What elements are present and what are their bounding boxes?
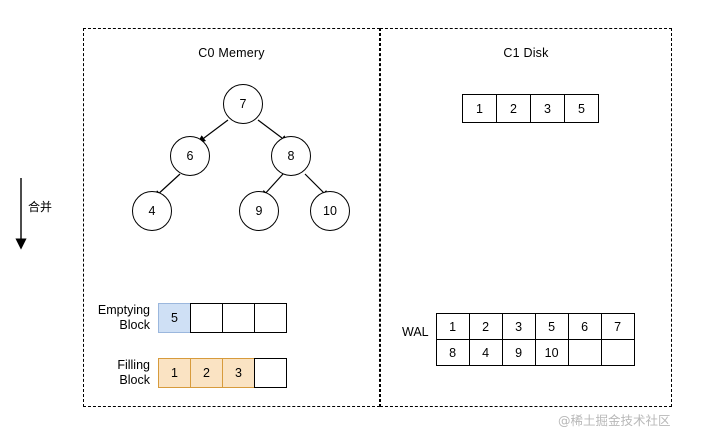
filling-block-row: Filling Block 1 2 3 bbox=[88, 358, 287, 388]
wal-cell: 2 bbox=[468, 313, 503, 340]
panel-c0-memory: C0 Memery bbox=[83, 28, 380, 407]
wal-cell: 7 bbox=[600, 313, 635, 340]
disk-table-cell: 5 bbox=[564, 94, 599, 123]
filling-block-label-line2: Block bbox=[119, 373, 150, 387]
filling-block-cell: 2 bbox=[190, 358, 223, 388]
tree-node-4: 4 bbox=[132, 191, 172, 231]
tree-node-10: 10 bbox=[310, 191, 350, 231]
merge-label: 合并 bbox=[28, 200, 53, 214]
wal-label: WAL bbox=[402, 325, 429, 339]
disk-table: 1 2 3 5 bbox=[462, 94, 599, 123]
panel-title-c1-disk: C1 Disk bbox=[503, 46, 549, 60]
wal-table: 1 2 3 5 6 7 8 4 9 10 bbox=[435, 313, 635, 366]
emptying-block-cell bbox=[222, 303, 255, 333]
panel-c1-disk: C1 Disk bbox=[380, 28, 672, 407]
watermark: @稀土掘金技术社区 bbox=[558, 413, 671, 428]
wal-cell: 3 bbox=[501, 313, 536, 340]
disk-table-cell: 1 bbox=[462, 94, 497, 123]
table-row: 8 4 9 10 bbox=[435, 339, 635, 366]
emptying-block-row: Emptying Block 5 bbox=[88, 303, 287, 333]
panel-title-c0-memory: C0 Memery bbox=[198, 46, 265, 60]
wal-cell: 6 bbox=[567, 313, 602, 340]
wal-cell bbox=[567, 339, 602, 366]
filling-block-cell bbox=[254, 358, 287, 388]
filling-block-label-line1: Filling bbox=[117, 358, 150, 372]
wal-cell: 1 bbox=[435, 313, 470, 340]
tree-node-value: 6 bbox=[186, 149, 194, 163]
disk-table-cell: 3 bbox=[530, 94, 565, 123]
binary-tree: 7 6 8 4 9 10 bbox=[83, 28, 380, 288]
tree-node-value: 9 bbox=[255, 204, 263, 218]
emptying-block-cell: 5 bbox=[158, 303, 191, 333]
tree-node-8: 8 bbox=[271, 136, 311, 176]
tree-edges bbox=[153, 119, 330, 199]
wal-cell bbox=[600, 339, 635, 366]
wal-cell: 5 bbox=[534, 313, 569, 340]
table-row: 1 2 3 5 6 7 bbox=[435, 313, 635, 340]
wal-cell: 10 bbox=[534, 339, 569, 366]
emptying-block-cell bbox=[190, 303, 223, 333]
tree-node-6: 6 bbox=[170, 136, 210, 176]
tree-node-value: 4 bbox=[148, 204, 156, 218]
filling-block-label: Filling Block bbox=[88, 358, 150, 388]
wal-cell: 4 bbox=[468, 339, 503, 366]
wal-section: WAL 1 2 3 5 6 7 8 4 9 10 bbox=[402, 313, 635, 366]
wal-cell: 9 bbox=[501, 339, 536, 366]
tree-node-value: 7 bbox=[239, 97, 247, 111]
merge-down-arrow-icon bbox=[15, 178, 27, 250]
filling-block-cell: 3 bbox=[222, 358, 255, 388]
emptying-block-label-line2: Block bbox=[119, 318, 150, 332]
wal-cell: 8 bbox=[435, 339, 470, 366]
tree-node-value: 8 bbox=[287, 149, 295, 163]
filling-block-cells: 1 2 3 bbox=[158, 358, 287, 388]
emptying-block-cells: 5 bbox=[158, 303, 287, 333]
tree-node-value: 10 bbox=[323, 204, 337, 218]
tree-node-root: 7 bbox=[223, 84, 263, 124]
emptying-block-label-line1: Emptying bbox=[97, 303, 150, 317]
tree-node-9: 9 bbox=[239, 191, 279, 231]
filling-block-cell: 1 bbox=[158, 358, 191, 388]
emptying-block-cell bbox=[254, 303, 287, 333]
disk-table-cell: 2 bbox=[496, 94, 531, 123]
emptying-block-label: Emptying Block bbox=[88, 303, 150, 333]
